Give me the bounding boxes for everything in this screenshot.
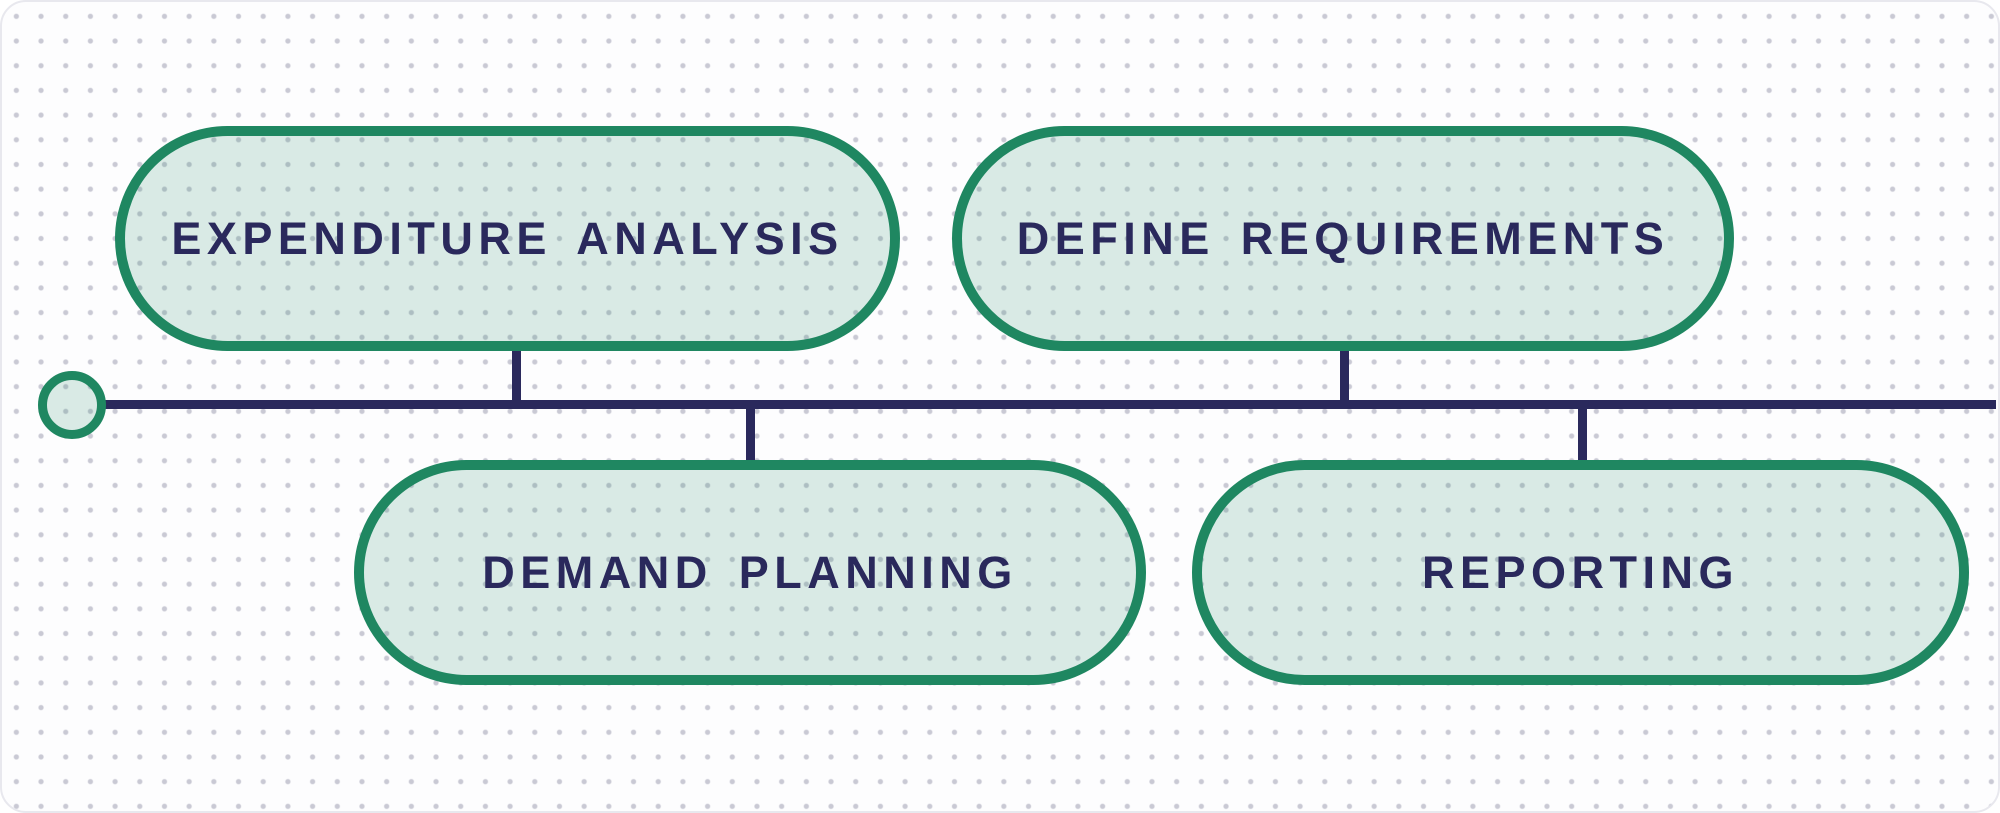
node-demand-planning[interactable]: DEMAND PLANNING <box>354 460 1146 685</box>
connector-expenditure-analysis <box>512 342 521 404</box>
timeline-line <box>105 400 1996 409</box>
node-reporting[interactable]: REPORTING <box>1192 460 1969 685</box>
connector-demand-planning <box>746 404 755 466</box>
node-define-requirements[interactable]: DEFINE REQUIREMENTS <box>952 126 1734 351</box>
node-label: EXPENDITURE ANALYSIS <box>171 212 844 264</box>
node-label: DEMAND PLANNING <box>482 546 1018 598</box>
connector-define-requirements <box>1340 342 1349 404</box>
timeline-start-circle-icon <box>38 371 106 439</box>
node-label: REPORTING <box>1421 546 1740 598</box>
connector-reporting <box>1578 404 1587 466</box>
node-label: DEFINE REQUIREMENTS <box>1016 212 1670 264</box>
node-expenditure-analysis[interactable]: EXPENDITURE ANALYSIS <box>115 126 900 351</box>
